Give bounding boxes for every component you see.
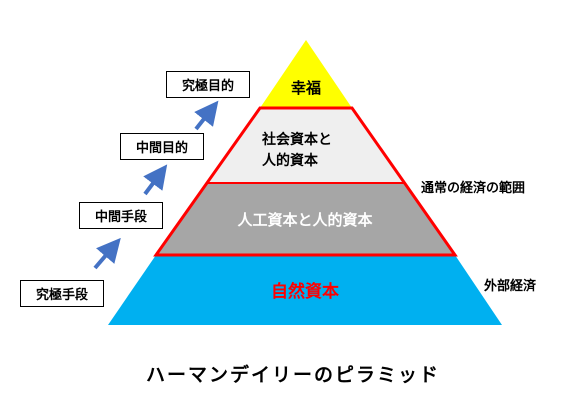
arrow-1 <box>93 237 121 270</box>
tier-happiness-label: 幸福 <box>291 79 321 97</box>
ultimate-ends-box: 究極目的 <box>166 71 250 98</box>
tier-happiness <box>260 40 352 108</box>
arrow-3 <box>194 100 219 131</box>
tier-natural-label: 自然資本 <box>271 281 339 302</box>
arrow-2 <box>143 164 168 196</box>
tier-social-label-line2: 人的資本 <box>262 152 319 169</box>
ultimate-means-box: 究極手段 <box>20 280 104 307</box>
tier-natural-capital <box>108 255 502 325</box>
tier-built-capital <box>156 183 455 255</box>
intermediate-means-box: 中間手段 <box>79 202 163 229</box>
diagram-title: ハーマンデイリーのピラミッド <box>145 364 440 386</box>
normal-economy-outline <box>153 106 458 257</box>
normal-economy-label: 通常の経済の範囲 <box>421 181 526 196</box>
external-economy-label: 外部経済 <box>484 279 537 294</box>
intermediate-ends-box: 中間目的 <box>120 133 204 160</box>
tier-built-label: 人工資本と人的資本 <box>237 211 372 229</box>
tier-social-capital <box>207 108 405 183</box>
tier-social-label-line1: 社会資本と <box>261 131 332 148</box>
